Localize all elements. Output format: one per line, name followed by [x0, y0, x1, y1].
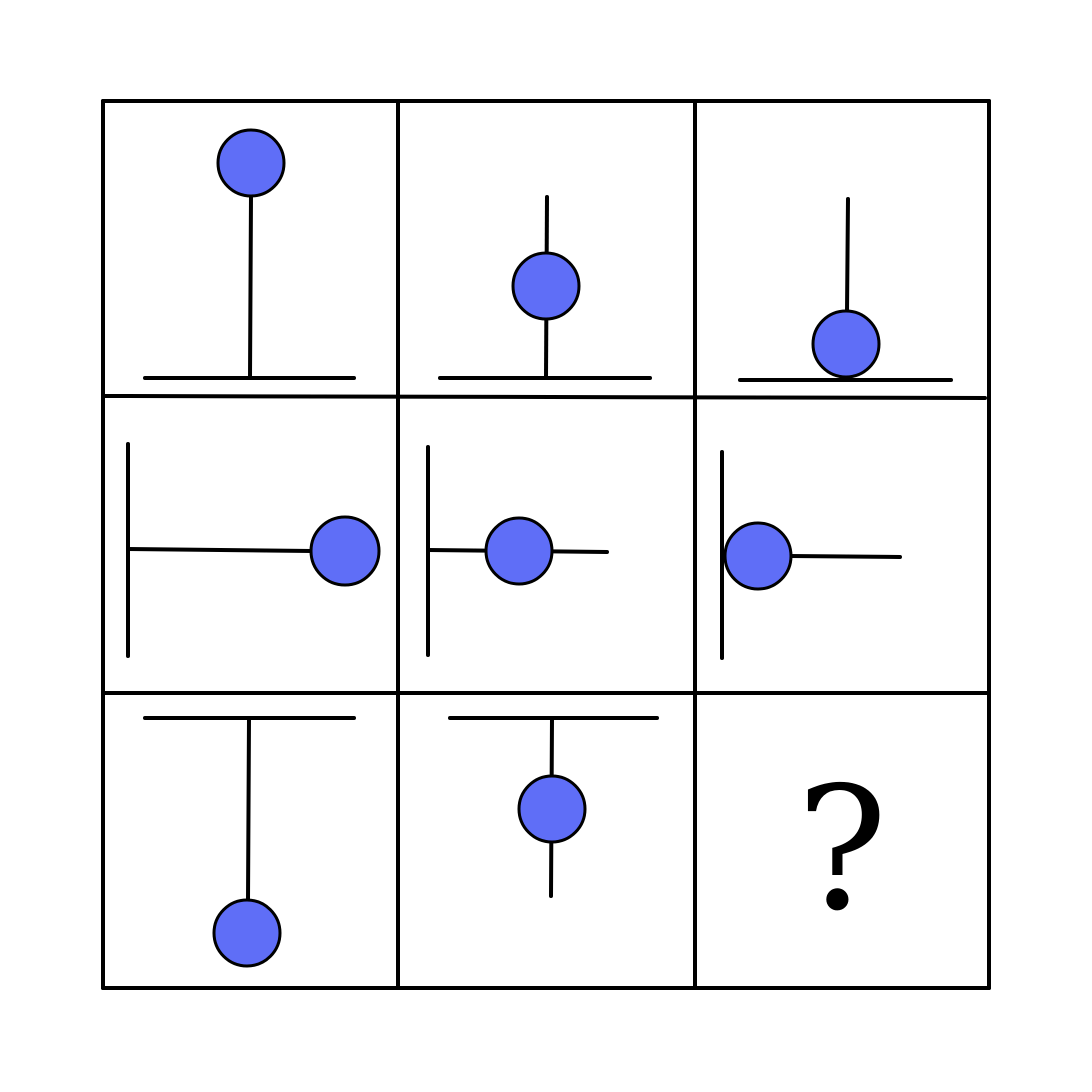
- ball: [216, 128, 286, 198]
- ball: [723, 521, 793, 591]
- ball: [484, 516, 554, 586]
- cell-r3c2-figure: [448, 716, 659, 898]
- cell-r2c3-figure: [720, 450, 902, 660]
- ball: [517, 774, 587, 844]
- stem-line: [246, 716, 251, 902]
- stem-line: [126, 547, 314, 553]
- ball: [811, 309, 881, 379]
- ball: [511, 251, 581, 321]
- cell-r2c1-figure: [126, 442, 381, 658]
- cell-r2c2-figure: [426, 445, 609, 657]
- grid-lines: [101, 99, 991, 990]
- stem-line: [788, 554, 902, 559]
- cell-r1c3-figure: [738, 197, 953, 382]
- stem-line: [248, 194, 253, 380]
- ball: [212, 898, 282, 968]
- stem-line: [845, 197, 850, 314]
- cell-r1c1-figure: [143, 128, 356, 380]
- grid-line-row1: [101, 394, 987, 400]
- cell-r1c2-figure: [438, 195, 652, 380]
- ball: [309, 515, 381, 587]
- question-mark: ?: [796, 751, 887, 949]
- cell-r3c1-figure: [143, 716, 356, 968]
